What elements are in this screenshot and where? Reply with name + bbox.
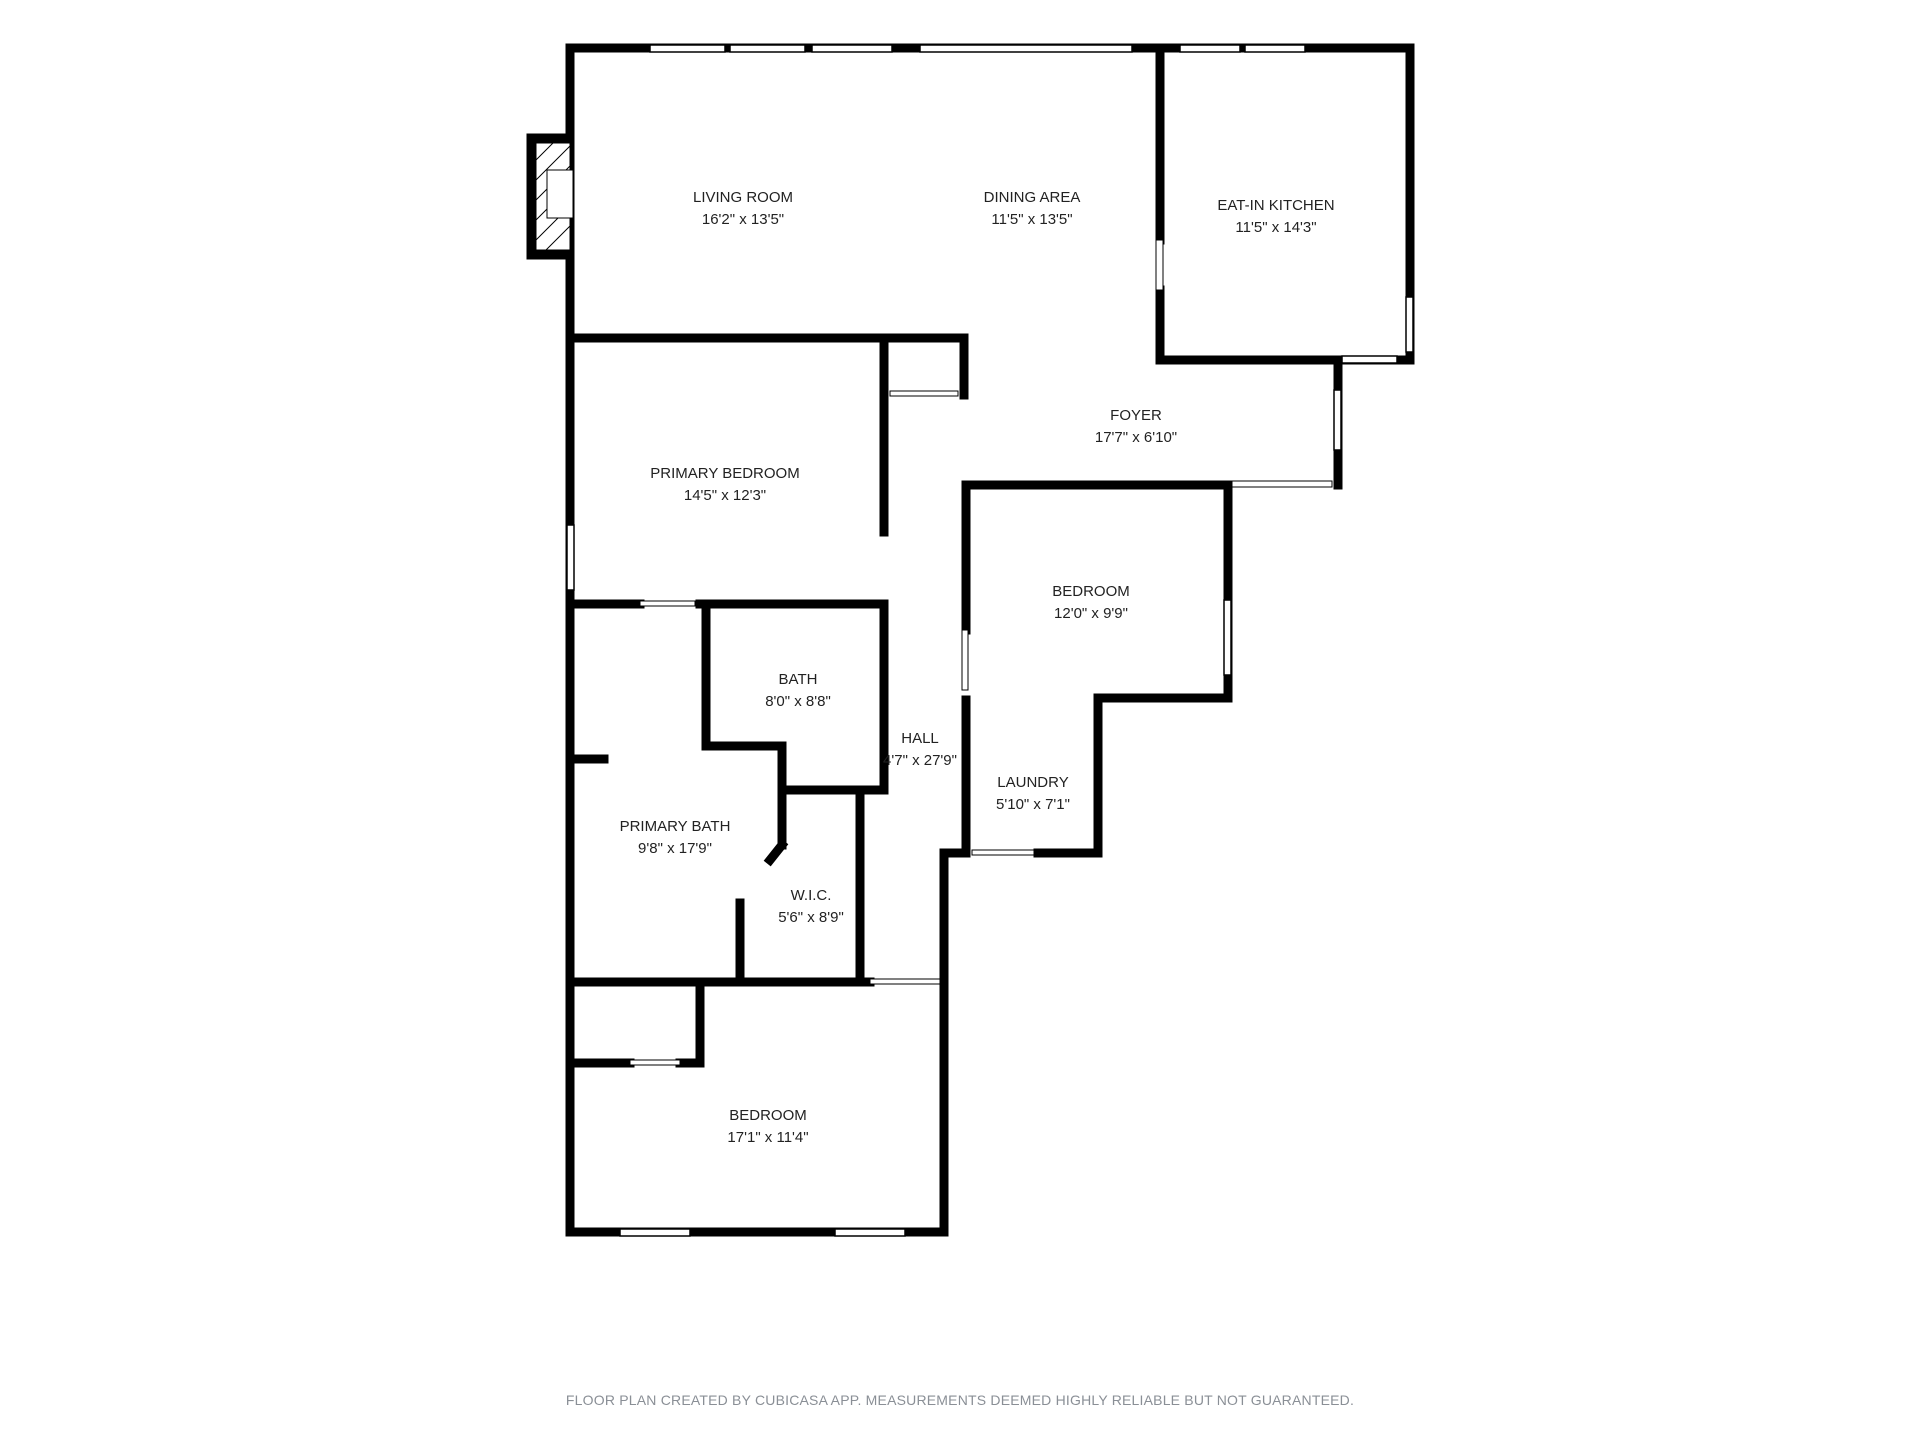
room-primary-bath: PRIMARY BATH 9'8" x 17'9"	[620, 818, 731, 857]
window	[919, 44, 1133, 53]
room-name: LIVING ROOM	[693, 189, 793, 206]
window	[811, 44, 893, 53]
room-living-room: LIVING ROOM 16'2" x 13'5"	[693, 189, 793, 228]
room-name: EAT-IN KITCHEN	[1217, 197, 1334, 214]
door-opening	[961, 629, 969, 691]
room-name: LAUNDRY	[997, 774, 1068, 791]
room-name: PRIMARY BATH	[620, 818, 731, 835]
room-dimensions: 5'6" x 8'9"	[778, 909, 844, 926]
room-name: BEDROOM	[729, 1107, 807, 1124]
window	[1333, 389, 1342, 451]
window	[566, 524, 575, 591]
window	[1244, 44, 1306, 53]
room-name: BEDROOM	[1052, 583, 1130, 600]
doors	[629, 239, 1333, 1066]
room-dimensions: 17'7" x 6'10"	[1095, 429, 1177, 446]
room-labels: LIVING ROOM 16'2" x 13'5" DINING AREA 11…	[620, 189, 1335, 1146]
window	[649, 44, 726, 53]
room-name: FOYER	[1110, 407, 1162, 424]
room-wic: W.I.C. 5'6" x 8'9"	[778, 887, 844, 926]
door-opening	[1155, 239, 1164, 291]
door-opening	[971, 849, 1035, 856]
room-name: BATH	[779, 671, 818, 688]
door-opening	[869, 978, 941, 985]
room-primary-bedroom: PRIMARY BEDROOM 14'5" x 12'3"	[650, 465, 799, 504]
room-bedroom-2: BEDROOM 12'0" x 9'9"	[1052, 583, 1130, 622]
room-foyer: FOYER 17'7" x 6'10"	[1095, 407, 1177, 446]
room-dimensions: 4'7" x 27'9"	[883, 752, 957, 769]
room-dimensions: 12'0" x 9'9"	[1054, 605, 1128, 622]
window	[1223, 599, 1232, 676]
door-opening	[629, 1059, 681, 1066]
room-bath: BATH 8'0" x 8'8"	[765, 671, 831, 710]
room-dimensions: 17'1" x 11'4"	[727, 1129, 808, 1146]
room-name: DINING AREA	[984, 189, 1081, 206]
room-dimensions: 16'2" x 13'5"	[702, 211, 784, 228]
disclaimer-footer: FLOOR PLAN CREATED BY CUBICASA APP. MEAS…	[565, 1392, 1355, 1408]
room-dimensions: 5'10" x 7'1"	[996, 796, 1070, 813]
fireplace-icon	[535, 142, 574, 251]
room-hall: HALL 4'7" x 27'9"	[883, 730, 957, 769]
windows	[566, 44, 1414, 1237]
room-eat-in-kitchen: EAT-IN KITCHEN 11'5" x 14'3"	[1217, 197, 1334, 236]
room-dimensions: 14'5" x 12'3"	[684, 487, 766, 504]
door-opening	[639, 600, 696, 607]
door-opening	[1231, 480, 1333, 488]
room-dimensions: 8'0" x 8'8"	[765, 693, 831, 710]
door-opening	[889, 390, 959, 397]
window	[1341, 355, 1398, 364]
room-name: PRIMARY BEDROOM	[650, 465, 799, 482]
room-bedroom-3: BEDROOM 17'1" x 11'4"	[727, 1107, 808, 1146]
window	[1405, 296, 1414, 353]
window	[834, 1228, 906, 1237]
room-name: W.I.C.	[791, 887, 832, 904]
room-dining-area: DINING AREA 11'5" x 13'5"	[984, 189, 1081, 228]
window	[619, 1228, 691, 1237]
window	[729, 44, 806, 53]
window	[1179, 44, 1241, 53]
room-dimensions: 11'5" x 13'5"	[991, 211, 1072, 228]
room-dimensions: 11'5" x 14'3"	[1235, 219, 1316, 236]
room-laundry: LAUNDRY 5'10" x 7'1"	[996, 774, 1070, 813]
room-name: HALL	[901, 730, 939, 747]
room-dimensions: 9'8" x 17'9"	[638, 840, 712, 857]
